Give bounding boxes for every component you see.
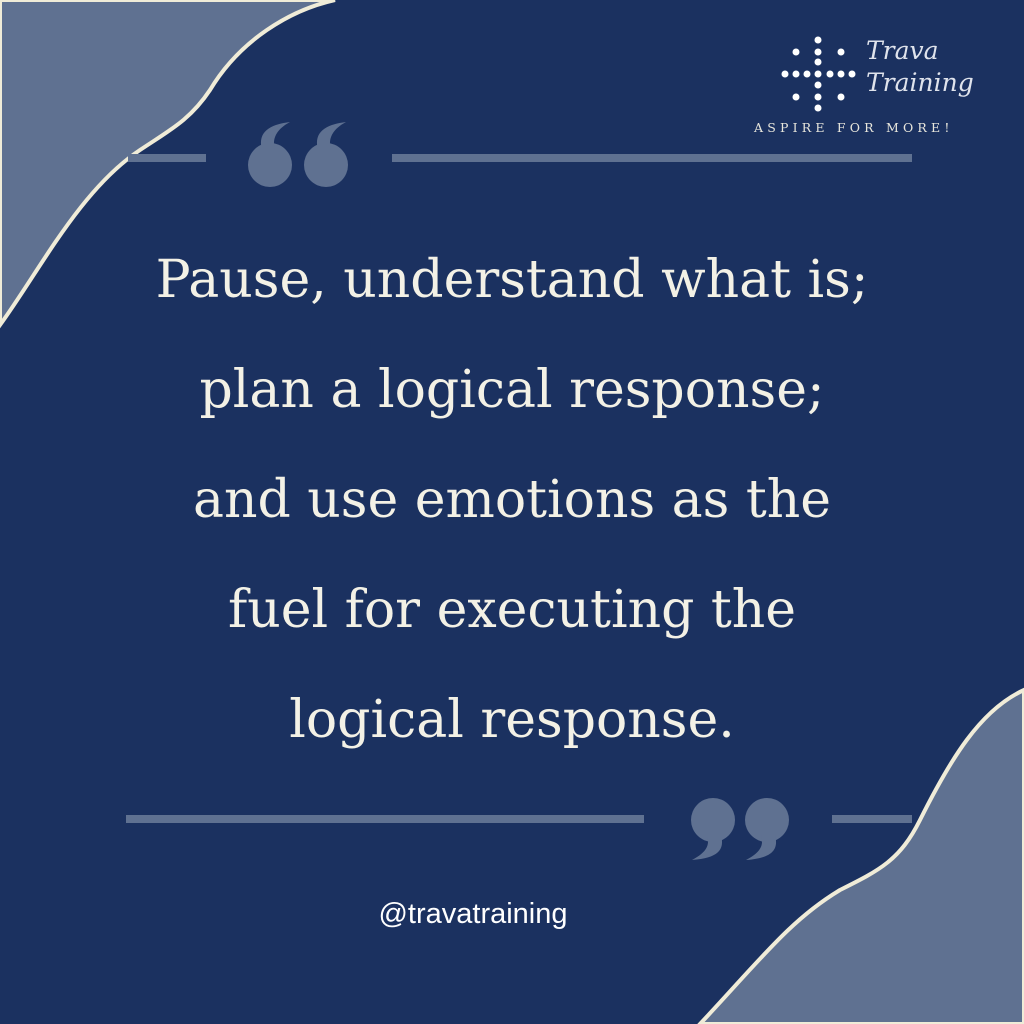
- quote-line: fuel for executing the: [227, 580, 797, 640]
- bottom-line-right: [832, 815, 912, 823]
- brand-tagline: ASPIRE FOR MORE!: [754, 120, 954, 135]
- open-quote-icon: [248, 122, 348, 187]
- quote-line: plan a logical response;: [199, 360, 825, 420]
- quote-line: Pause, understand what is;: [155, 250, 869, 310]
- top-line-right: [392, 154, 912, 162]
- bottom-line-left: [126, 815, 644, 823]
- quote-line: and use emotions as the: [192, 470, 832, 530]
- brand-name-line2: Training: [866, 68, 974, 97]
- logo-dots-icon: [781, 36, 856, 112]
- social-handle: @travatraining: [378, 898, 568, 930]
- close-quote-icon: [691, 798, 789, 860]
- top-left-corner-shape: [0, 0, 336, 329]
- quote-text: Pause, understand what is; plan a logica…: [0, 225, 1024, 775]
- brand-name-line1: Trava: [866, 36, 939, 65]
- top-line-left: [128, 154, 206, 162]
- quote-line: logical response.: [289, 690, 735, 750]
- bottom-right-corner-shape: [697, 687, 1024, 1024]
